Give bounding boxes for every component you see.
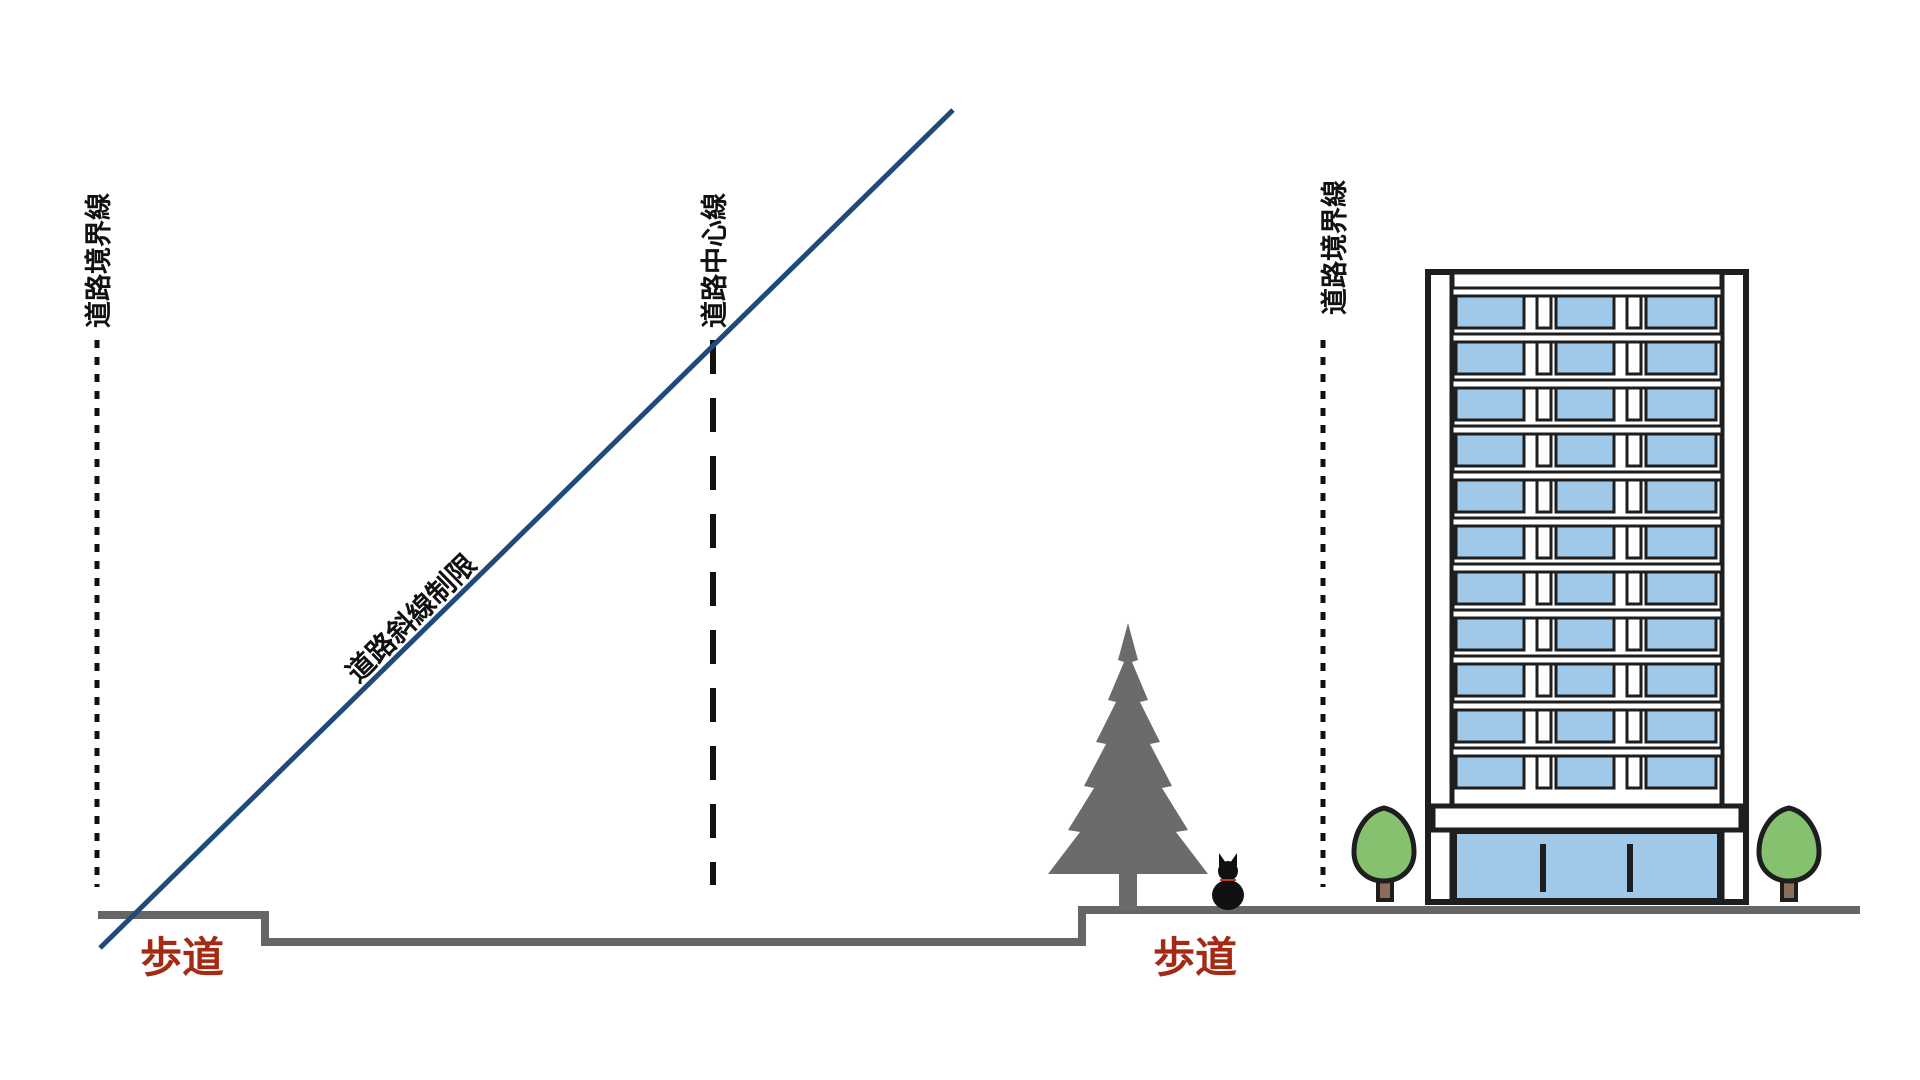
building-window	[1554, 294, 1616, 330]
ground-profile	[98, 906, 1860, 946]
road-slant-limit-line	[98, 108, 955, 950]
building-window	[1454, 616, 1526, 652]
building-mullion	[1625, 524, 1643, 560]
svg-text:道路境界線: 道路境界線	[83, 193, 115, 328]
building-mullion	[1535, 386, 1553, 422]
building-window	[1644, 386, 1718, 422]
building-window	[1554, 524, 1616, 560]
building-mullion	[1625, 708, 1643, 744]
building-mullion	[1625, 432, 1643, 468]
building-window	[1454, 708, 1526, 744]
building-window	[1454, 340, 1526, 376]
building-mullion	[1535, 662, 1553, 698]
building-window	[1644, 294, 1718, 330]
building-window	[1644, 662, 1718, 698]
building-mullion	[1625, 616, 1643, 652]
building-window	[1644, 432, 1718, 468]
building-mullion	[1535, 432, 1553, 468]
building-window	[1454, 294, 1526, 330]
building-window	[1454, 524, 1526, 560]
building-mullion	[1535, 570, 1553, 606]
building-window	[1644, 524, 1718, 560]
building-window	[1644, 570, 1718, 606]
building-mullion	[1535, 478, 1553, 514]
building-window	[1554, 708, 1616, 744]
building-mullion	[1535, 708, 1553, 744]
shrub-icon-right	[1756, 805, 1822, 902]
building-window	[1554, 340, 1616, 376]
road-boundary-label-right: 道路境界線	[1319, 180, 1351, 315]
building-window	[1554, 386, 1616, 422]
building-window	[1554, 478, 1616, 514]
building-window	[1644, 708, 1718, 744]
road-slant-limit-label: 道路斜線制限	[340, 548, 483, 689]
building-window	[1454, 386, 1526, 422]
building-window	[1454, 478, 1526, 514]
building-window	[1644, 478, 1718, 514]
building-window	[1454, 662, 1526, 698]
building-mullion	[1535, 754, 1553, 790]
building-mullion	[1625, 386, 1643, 422]
building-window	[1454, 754, 1526, 790]
building-mullion	[1535, 616, 1553, 652]
road-centerline-label: 道路中心線	[699, 193, 731, 328]
building-mullion	[1625, 294, 1643, 330]
building-window	[1554, 616, 1616, 652]
svg-text:道路斜線制限: 道路斜線制限	[340, 548, 483, 689]
building-window	[1454, 570, 1526, 606]
building-window	[1454, 432, 1526, 468]
building-window	[1554, 432, 1616, 468]
svg-text:道路境界線: 道路境界線	[1319, 180, 1351, 315]
building-mullion	[1535, 294, 1553, 330]
building-mullion	[1535, 524, 1553, 560]
building-window	[1644, 340, 1718, 376]
building-window	[1554, 570, 1616, 606]
cat-icon	[1212, 853, 1244, 910]
building-window	[1554, 754, 1616, 790]
building-icon	[1425, 269, 1749, 905]
building-mullion	[1535, 340, 1553, 376]
shrub-icon-left	[1351, 805, 1417, 902]
sidewalk-label-left: 歩道	[140, 933, 224, 982]
building-mullion	[1625, 340, 1643, 376]
conifer-tree-icon	[1048, 623, 1208, 910]
building-mullion	[1625, 570, 1643, 606]
building-window	[1644, 754, 1718, 790]
building-mullion	[1625, 662, 1643, 698]
road-boundary-label-left: 道路境界線	[83, 193, 115, 328]
building-window	[1644, 616, 1718, 652]
building-mullion	[1625, 754, 1643, 790]
svg-text:道路中心線: 道路中心線	[699, 193, 731, 328]
sidewalk-label-right: 歩道	[1153, 933, 1237, 982]
building-window	[1554, 662, 1616, 698]
building-mullion	[1625, 478, 1643, 514]
